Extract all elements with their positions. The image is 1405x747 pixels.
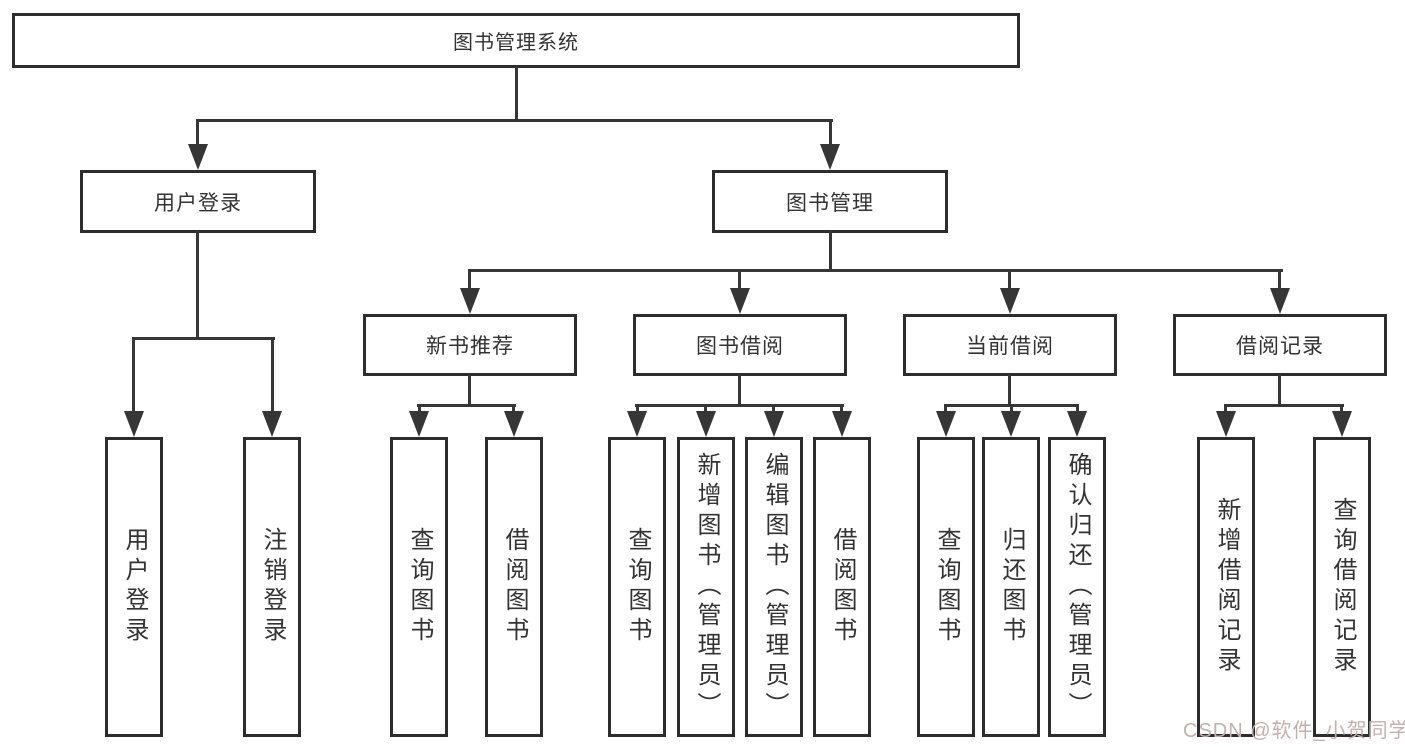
node-label: 新书推荐 xyxy=(426,335,514,358)
arrow-down-icon xyxy=(764,411,784,437)
arrow-down-icon xyxy=(832,411,852,437)
node-label: 图书借阅 xyxy=(696,335,784,358)
node-label: 借阅记录 xyxy=(1236,335,1324,358)
connector-line xyxy=(829,119,832,146)
node-label: 查询图书 xyxy=(624,527,651,647)
arrow-down-icon xyxy=(1270,288,1290,314)
node-user-login-leaf: 用户登录 xyxy=(105,437,163,737)
node-label: 编辑图书（管理员） xyxy=(761,452,788,722)
node-library-management-system: 图书管理系统 xyxy=(12,13,1020,68)
connector-line xyxy=(468,269,1283,272)
connector-line xyxy=(1278,374,1281,407)
arrow-down-icon xyxy=(1001,411,1021,437)
connector-line xyxy=(1008,374,1011,407)
connector-line xyxy=(512,404,515,416)
connector-line xyxy=(1278,269,1281,291)
node-add-book-admin: 新增图书（管理员） xyxy=(677,437,735,737)
connector-line xyxy=(418,404,421,416)
node-label: 查询图书 xyxy=(933,527,960,647)
node-borrow-books-borrowing: 借阅图书 xyxy=(813,437,871,737)
node-label: 当前借阅 xyxy=(966,335,1054,358)
connector-line xyxy=(196,119,199,146)
arrow-down-icon xyxy=(627,411,647,437)
arrow-down-icon xyxy=(1216,411,1236,437)
node-query-books-current: 查询图书 xyxy=(917,437,975,737)
node-confirm-return-admin: 确认归还（管理员） xyxy=(1048,437,1106,737)
arrow-down-icon xyxy=(262,411,282,437)
connector-line xyxy=(944,404,947,416)
arrow-down-icon xyxy=(730,288,750,314)
connector-line xyxy=(515,66,518,121)
node-label: 用户登录 xyxy=(121,527,148,647)
connector-line xyxy=(1008,269,1011,291)
connector-line xyxy=(738,269,741,291)
node-label: 借阅图书 xyxy=(829,527,856,647)
csdn-watermark: CSDN @软件_小贺同学 xyxy=(1183,720,1405,742)
node-book-management: 图书管理 xyxy=(712,170,948,233)
arrow-down-icon xyxy=(1332,411,1352,437)
connector-line xyxy=(196,231,199,340)
connector-line xyxy=(704,404,707,416)
node-label: 用户登录 xyxy=(154,191,242,215)
connector-line xyxy=(196,119,833,122)
node-label: 确认归还（管理员） xyxy=(1064,452,1091,722)
connector-line xyxy=(132,337,135,415)
arrow-down-icon xyxy=(696,411,716,437)
node-label: 归还图书 xyxy=(998,527,1025,647)
arrow-down-icon xyxy=(124,411,144,437)
node-label: 新增图书（管理员） xyxy=(693,452,720,722)
connector-line xyxy=(468,269,471,291)
node-logout: 注销登录 xyxy=(243,437,301,737)
connector-line xyxy=(1224,404,1344,407)
node-label: 图书管理系统 xyxy=(453,32,579,54)
node-query-borrow-record: 查询借阅记录 xyxy=(1313,437,1371,737)
node-label: 查询借阅记录 xyxy=(1329,497,1356,677)
connector-line xyxy=(132,337,275,340)
node-borrowing-records: 借阅记录 xyxy=(1173,314,1387,376)
connector-line xyxy=(840,404,843,416)
node-label: 查询图书 xyxy=(406,527,433,647)
connector-line xyxy=(1224,404,1227,416)
arrow-down-icon xyxy=(460,288,480,314)
arrow-down-icon xyxy=(409,411,429,437)
node-label: 新增借阅记录 xyxy=(1213,497,1240,677)
arrow-down-icon xyxy=(504,411,524,437)
arrow-down-icon xyxy=(188,144,208,170)
node-label: 注销登录 xyxy=(259,527,286,647)
arrow-down-icon xyxy=(936,411,956,437)
connector-line xyxy=(829,231,832,271)
connector-line xyxy=(738,374,741,407)
connector-line xyxy=(271,337,274,415)
node-current-borrowing: 当前借阅 xyxy=(903,314,1117,376)
node-label: 借阅图书 xyxy=(501,527,528,647)
arrow-down-icon xyxy=(1067,411,1087,437)
connector-line xyxy=(1340,404,1343,416)
connector-line xyxy=(468,374,471,407)
node-borrow-books-recommend: 借阅图书 xyxy=(485,437,543,737)
connector-line xyxy=(1076,404,1079,416)
node-user-login: 用户登录 xyxy=(80,170,316,233)
node-book-borrowing: 图书借阅 xyxy=(633,314,847,376)
node-add-borrow-record: 新增借阅记录 xyxy=(1197,437,1255,737)
node-label: 图书管理 xyxy=(786,191,874,215)
arrow-down-icon xyxy=(820,144,840,170)
connector-line xyxy=(417,404,516,407)
node-query-books-recommend: 查询图书 xyxy=(390,437,448,737)
connector-line xyxy=(772,404,775,416)
node-return-books: 归还图书 xyxy=(982,437,1040,737)
connector-line xyxy=(635,404,844,407)
arrow-down-icon xyxy=(1000,288,1020,314)
connector-line xyxy=(636,404,639,416)
connector-line xyxy=(1010,404,1013,416)
node-new-book-recommendation: 新书推荐 xyxy=(363,314,577,376)
node-query-books-borrowing: 查询图书 xyxy=(608,437,666,737)
node-edit-book-admin: 编辑图书（管理员） xyxy=(745,437,803,737)
